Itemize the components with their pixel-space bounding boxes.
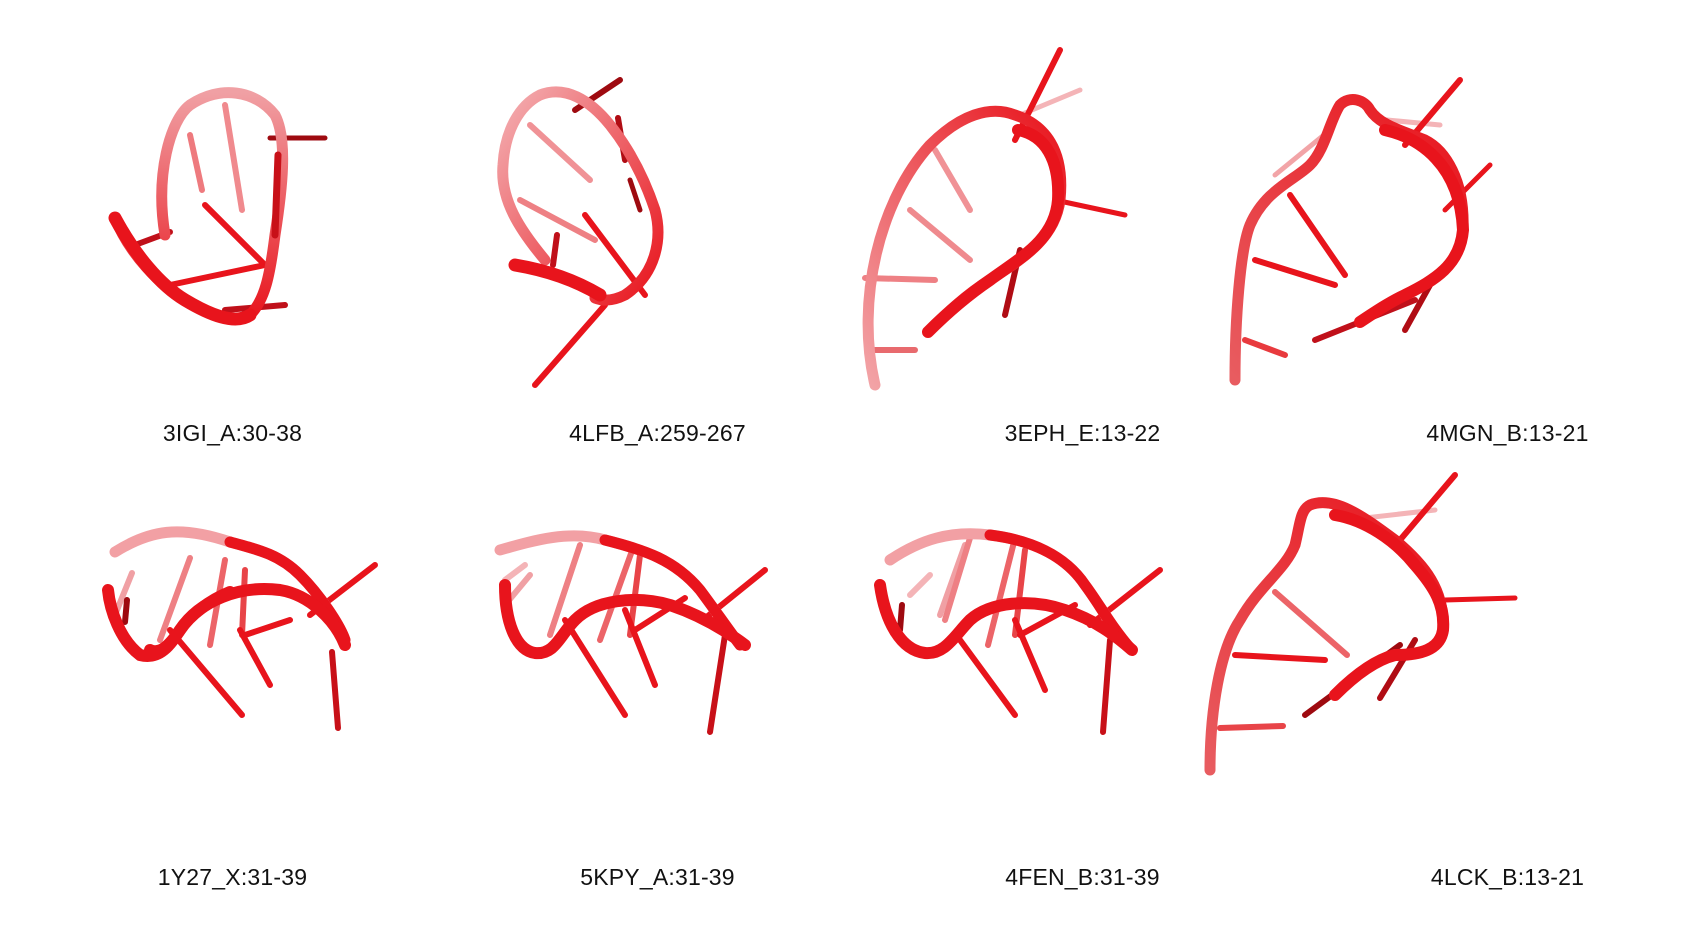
panel-label: 4LCK_B:13-21: [1430, 864, 1585, 890]
panel-4lfb: 4LFB_A:259-267: [445, 0, 870, 470]
panel-label: 5KPY_A:31-39: [580, 864, 735, 890]
rna-structure-4mgn: [1229, 77, 1493, 386]
rna-structure-3eph: [862, 47, 1128, 391]
panel-label: 1Y27_X:31-39: [157, 864, 308, 890]
panel-label: 4FEN_B:31-39: [1005, 864, 1160, 890]
panel-1y27: 1Y27_X:31-39: [20, 470, 445, 940]
rna-structure-4lck: [1204, 472, 1518, 776]
rna-structure-3igi: [108, 87, 328, 326]
panel-3igi: 3IGI_A:30-38: [20, 0, 445, 470]
panel-5kpy: 5KPY_A:31-39: [445, 470, 870, 940]
panel-4mgn: 4MGN_B:13-21: [1229, 0, 1700, 470]
rna-structure-4fen: [874, 528, 1163, 735]
panel-3eph: 3EPH_E:13-22: [862, 0, 1295, 470]
panel-label: 4MGN_B:13-21: [1426, 420, 1589, 446]
rna-structure-1y27: [102, 526, 378, 731]
panel-4lck: 4LCK_B:13-21: [1204, 470, 1700, 940]
rna-structure-4lfb: [497, 77, 664, 388]
panel-4fen: 4FEN_B:31-39: [870, 470, 1295, 940]
panel-label: 4LFB_A:259-267: [569, 420, 746, 446]
rna-structure-5kpy: [494, 530, 768, 735]
panel-label: 3EPH_E:13-22: [1004, 420, 1161, 446]
panel-label: 3IGI_A:30-38: [162, 420, 303, 446]
